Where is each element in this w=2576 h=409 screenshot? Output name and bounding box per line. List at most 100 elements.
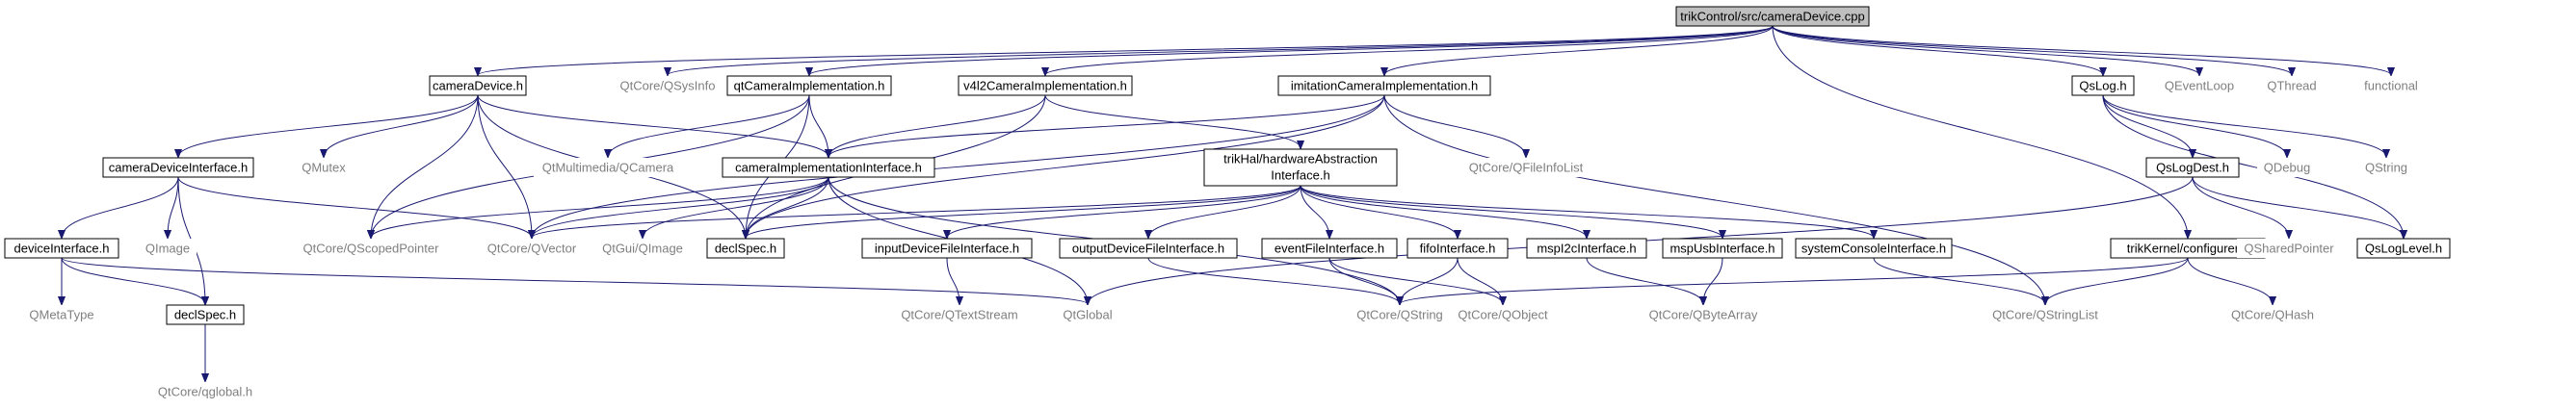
node-box bbox=[706, 238, 785, 259]
node-label-line2: Interface.h bbox=[1271, 167, 1329, 182]
node-box bbox=[2356, 238, 2451, 259]
node-label: QtCore/QObject bbox=[1458, 307, 1548, 321]
edge-QsLog_h-to-QString_plain bbox=[2102, 94, 2386, 157]
node-label: trikKernel/configurer.h bbox=[2127, 241, 2248, 255]
node-label: QtCore/QSysInfo bbox=[620, 78, 716, 92]
edge-trikKernelConfigurer-to-QtCoreQString bbox=[1400, 257, 2189, 304]
node-eventFile[interactable]: eventFileInterface.h bbox=[1261, 238, 1398, 259]
node-label: fifoInterface.h bbox=[1420, 241, 1496, 255]
node-systemConsole[interactable]: systemConsoleInterface.h bbox=[1795, 238, 1953, 259]
edge-inputDeviceFile-to-QTextStream bbox=[946, 257, 959, 304]
node-deviceInterface[interactable]: deviceInterface.h bbox=[4, 238, 119, 259]
node-box bbox=[2145, 157, 2240, 178]
edge-cameraDeviceInterface-to-QImage bbox=[168, 176, 179, 238]
node-qtCameraImpl[interactable]: qtCameraImplementation.h bbox=[726, 75, 892, 96]
node-box bbox=[2237, 239, 2341, 258]
node-v4l2CameraImpl[interactable]: v4l2CameraImplementation.h bbox=[958, 75, 1133, 96]
edge-trikKernelConfigurer-to-QStringList bbox=[2045, 257, 2189, 304]
edge-root-to-QSysInfo bbox=[668, 25, 1774, 75]
edge-cameraImplInterface-to-QScopedPointer bbox=[371, 176, 829, 238]
node-label: mspI2cInterface.h bbox=[1537, 241, 1636, 255]
edge-root-to-QsLog_h bbox=[1772, 25, 2103, 75]
node-label: eventFileInterface.h bbox=[1275, 241, 1384, 255]
node-label: declSpec.h bbox=[174, 307, 236, 321]
edges-layer bbox=[62, 25, 2404, 381]
node-box bbox=[1662, 238, 1783, 259]
node-QHash: QtCore/QHash bbox=[2224, 305, 2321, 324]
node-mspI2c[interactable]: mspI2cInterface.h bbox=[1526, 238, 1647, 259]
node-box bbox=[534, 158, 682, 177]
node-box bbox=[1985, 305, 2106, 324]
node-box bbox=[102, 157, 254, 178]
node-functional: functional bbox=[2351, 76, 2431, 95]
node-QScopedPointer: QtCore/QScopedPointer bbox=[298, 239, 444, 258]
edge-QsLogDest-to-QsLogLevel bbox=[2192, 176, 2404, 238]
node-declSpec_left[interactable]: declSpec.h bbox=[166, 304, 245, 325]
node-root[interactable]: trikControl/src/cameraDevice.cpp bbox=[1675, 6, 1870, 27]
node-label: cameraDevice.h bbox=[433, 78, 523, 92]
node-declSpec_mid[interactable]: declSpec.h bbox=[706, 238, 785, 259]
node-label: QtCore/QFileInfoList bbox=[1469, 160, 1584, 174]
edge-hardwareAbstraction-to-QVector bbox=[532, 185, 1301, 238]
node-trikKernelConfigurer[interactable]: trikKernel/configurer.h bbox=[2110, 238, 2266, 259]
node-QsLogLevel[interactable]: QsLogLevel.h bbox=[2356, 238, 2451, 259]
edge-root-to-QThread bbox=[1772, 25, 2292, 75]
node-cameraImplInterface[interactable]: cameraImplementationInterface.h bbox=[722, 157, 935, 178]
node-imitationCameraImpl[interactable]: imitationCameraImplementation.h bbox=[1277, 75, 1491, 96]
node-box bbox=[1643, 305, 1764, 324]
node-QsLogDest[interactable]: QsLogDest.h bbox=[2145, 157, 2240, 178]
node-cameraDeviceInterface[interactable]: cameraDeviceInterface.h bbox=[102, 157, 254, 178]
node-box bbox=[615, 76, 721, 95]
node-label: QtCore/QHash bbox=[2231, 307, 2314, 321]
node-box bbox=[429, 75, 527, 96]
node-QSharedPointer: QSharedPointer bbox=[2237, 239, 2341, 258]
node-label: outputDeviceFileInterface.h bbox=[1072, 241, 1224, 255]
node-cameraDevice_h[interactable]: cameraDevice.h bbox=[429, 75, 527, 96]
node-label: QSharedPointer bbox=[2244, 241, 2334, 255]
edge-root-to-cameraDevice_h bbox=[478, 25, 1774, 75]
node-label: systemConsoleInterface.h bbox=[1801, 241, 1946, 255]
edge-root-to-trikKernelConfigurer bbox=[1772, 25, 2188, 238]
node-box bbox=[139, 239, 197, 258]
node-label: functional bbox=[2364, 78, 2418, 92]
node-box bbox=[476, 239, 588, 258]
edge-hardwareAbstraction-to-fifoInterface bbox=[1300, 185, 1458, 238]
node-QsLog_h[interactable]: QsLog.h bbox=[2071, 75, 2135, 96]
node-box bbox=[1277, 75, 1491, 96]
node-QGuiQImage: QtGui/QImage bbox=[594, 239, 691, 258]
edge-imitationCameraImpl-to-declSpec_mid bbox=[746, 94, 1385, 238]
node-QtCoreQString: QtCore/QString bbox=[1346, 305, 1454, 324]
edge-eventFile-to-QObject bbox=[1328, 257, 1503, 304]
node-box bbox=[726, 75, 892, 96]
edge-cameraDeviceInterface-to-QVector bbox=[177, 176, 532, 238]
node-box bbox=[166, 304, 245, 325]
node-QSysInfo: QtCore/QSysInfo bbox=[615, 76, 721, 95]
node-inputDeviceFile[interactable]: inputDeviceFileInterface.h bbox=[861, 238, 1033, 259]
node-label: QtCore/QString bbox=[1356, 307, 1443, 321]
node-mspUsb[interactable]: mspUsbInterface.h bbox=[1662, 238, 1783, 259]
node-box bbox=[2224, 305, 2321, 324]
node-fifoInterface[interactable]: fifoInterface.h bbox=[1406, 238, 1509, 259]
edge-QsLog_h-to-QDebug bbox=[2102, 94, 2287, 157]
edge-root-to-functional bbox=[1772, 25, 2391, 75]
node-QCamera: QtMultimedia/QCamera bbox=[534, 158, 682, 177]
edge-cameraDevice_h-to-cameraImplInterface bbox=[477, 94, 828, 157]
node-label: QtCore/QStringList bbox=[1992, 307, 2098, 321]
node-box bbox=[893, 305, 1026, 324]
node-label: QtGlobal bbox=[1063, 307, 1112, 321]
node-box bbox=[147, 382, 263, 401]
edge-hardwareAbstraction-to-mspI2c bbox=[1300, 185, 1587, 238]
node-box bbox=[1526, 238, 1647, 259]
node-label: QsLog.h bbox=[2079, 78, 2126, 92]
node-label: QsLogLevel.h bbox=[2365, 241, 2442, 255]
edge-cameraImplInterface-to-declSpec_mid bbox=[746, 176, 829, 238]
node-label: QDebug bbox=[2264, 160, 2310, 174]
node-label: QEventLoop bbox=[2165, 78, 2234, 92]
node-box bbox=[2257, 158, 2317, 177]
node-label: QsLogDest.h bbox=[2156, 160, 2229, 174]
node-label: cameraDeviceInterface.h bbox=[109, 160, 249, 174]
node-box bbox=[2255, 76, 2328, 95]
node-outputDeviceFile[interactable]: outputDeviceFileInterface.h bbox=[1059, 238, 1238, 259]
node-label: QtCore/qglobal.h bbox=[158, 384, 252, 398]
